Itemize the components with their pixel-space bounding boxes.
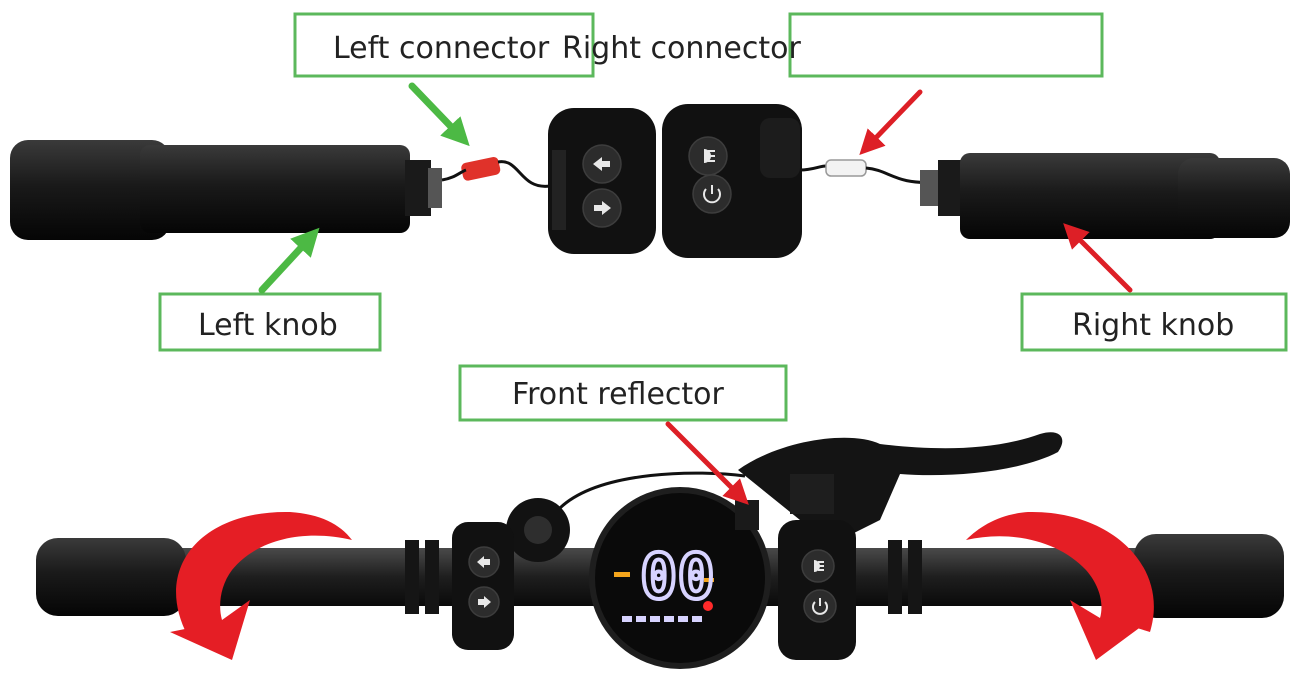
battery-bar bbox=[622, 616, 702, 622]
right-control-housing bbox=[662, 104, 802, 258]
left-connector bbox=[441, 156, 551, 188]
right-knob-arrow bbox=[1063, 223, 1133, 293]
right-rotation-arrow bbox=[966, 511, 1154, 660]
right-connector-label: Right connector bbox=[562, 31, 801, 66]
right-connector bbox=[799, 159, 936, 184]
left-knob-grip bbox=[10, 140, 442, 240]
left-turn-button[interactable] bbox=[582, 144, 622, 184]
left-rotation-arrow bbox=[170, 511, 352, 660]
headlight-button[interactable] bbox=[688, 136, 728, 176]
headlight-icon bbox=[704, 149, 715, 163]
right-connector-arrow bbox=[859, 89, 923, 156]
headlight-button-bottom[interactable] bbox=[801, 549, 835, 583]
arrow-right-icon bbox=[594, 201, 611, 215]
power-icon bbox=[812, 598, 828, 615]
front-reflector-arrow bbox=[665, 421, 749, 505]
right-knob-callout: Right knob bbox=[1020, 292, 1288, 352]
right-knob-label: Right knob bbox=[1072, 308, 1234, 343]
left-grip-bottom bbox=[36, 538, 186, 616]
speed-readout: 00 bbox=[640, 540, 715, 613]
arrow-left-icon bbox=[477, 556, 490, 568]
bell bbox=[506, 498, 570, 562]
headlight-icon bbox=[814, 560, 824, 572]
right-grip-bottom bbox=[1134, 534, 1284, 618]
power-button-bottom[interactable] bbox=[803, 589, 837, 623]
arrow-right-icon bbox=[478, 596, 491, 608]
arrow-left-icon bbox=[593, 157, 610, 171]
left-knob-arrow bbox=[258, 227, 320, 294]
right-knob-grip bbox=[920, 153, 1290, 239]
front-reflector-label: Front reflector bbox=[512, 377, 725, 412]
left-control-housing bbox=[548, 108, 656, 254]
left-knob-callout: Left knob bbox=[158, 292, 382, 352]
brake-lever bbox=[738, 432, 1063, 540]
brake-cable bbox=[558, 471, 746, 510]
speed-display: 00 bbox=[589, 487, 771, 669]
left-turn-button-bottom[interactable] bbox=[468, 546, 500, 578]
power-icon bbox=[703, 185, 721, 204]
left-connector-callout bbox=[293, 12, 595, 78]
front-reflector bbox=[735, 500, 759, 530]
left-control-pod bbox=[452, 522, 514, 650]
right-turn-button-bottom[interactable] bbox=[468, 586, 500, 618]
right-control-pod bbox=[778, 520, 856, 660]
left-knob-label: Left knob bbox=[198, 308, 338, 343]
front-reflector-callout: Front reflector bbox=[458, 364, 788, 422]
left-connector-arrow bbox=[408, 82, 470, 147]
status-indicator bbox=[703, 601, 713, 611]
power-button[interactable] bbox=[692, 174, 732, 214]
right-turn-button[interactable] bbox=[582, 188, 622, 228]
right-connector-callout bbox=[788, 12, 1104, 78]
left-connector-label: Left connector bbox=[333, 31, 550, 66]
